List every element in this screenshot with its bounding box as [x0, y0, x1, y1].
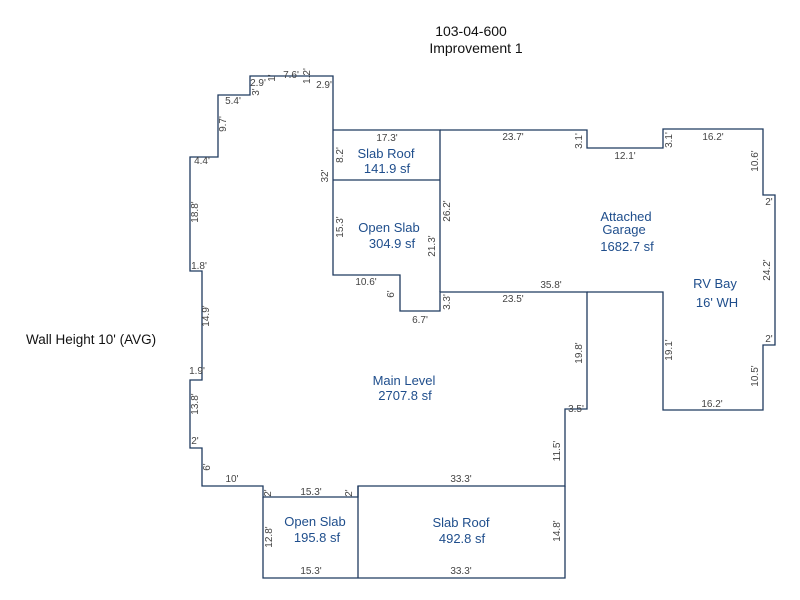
- rv-bay-wall-height: 16' WH: [696, 295, 738, 310]
- open-slab-lower-name: Open Slab: [284, 514, 345, 529]
- dim-33-3-bottom: 33.3': [450, 566, 471, 577]
- dim-18-8: 18.8': [190, 201, 201, 222]
- lower-slab-outline: [262, 486, 566, 579]
- garage-name-line2: Garage: [602, 222, 645, 237]
- dim-35-8: 35.8': [540, 280, 561, 291]
- dim-5-4: 5.4': [225, 96, 241, 107]
- main-level-name: Main Level: [373, 373, 436, 388]
- dim-2-9-left: 2.9': [250, 78, 266, 89]
- dim-15-3-vert: 15.3': [335, 216, 346, 237]
- dim-3-5: 3.5': [568, 404, 584, 415]
- dim-2-9-right: 2.9': [316, 80, 332, 91]
- dim-1-9: 1.9': [189, 366, 205, 377]
- dim-3-3: 3.3': [442, 294, 453, 310]
- parcel-id: 103-04-600: [435, 23, 507, 39]
- dim-24-2: 24.2': [762, 259, 773, 280]
- dim-21-3: 21.3': [427, 235, 438, 256]
- dim-2-right-bottom: 2': [765, 334, 773, 345]
- dim-19-1: 19.1': [664, 339, 675, 360]
- dim-3-1-left: 3.1': [574, 133, 585, 149]
- dim-12-8: 12.8': [264, 526, 275, 547]
- dim-9-7: 9.7': [218, 116, 229, 132]
- dim-3-1-right: 3.1': [664, 132, 675, 148]
- open-slab-upper-size: 304.9 sf: [369, 236, 416, 251]
- dim-6-left: 6': [202, 463, 213, 471]
- dim-13-8: 13.8': [190, 393, 201, 414]
- garage-size: 1682.7 sf: [600, 239, 654, 254]
- dim-17-3: 17.3': [376, 133, 397, 144]
- slab-roof-upper-size: 141.9 sf: [364, 161, 411, 176]
- slab-roof-lower-size: 492.8 sf: [439, 531, 486, 546]
- dim-6-7: 6.7': [412, 315, 428, 326]
- slab-roof-upper-name: Slab Roof: [357, 146, 414, 161]
- garage-outline: [440, 128, 776, 411]
- dim-16-2-top: 16.2': [702, 132, 723, 143]
- open-slab-upper-name: Open Slab: [358, 220, 419, 235]
- dim-26-2: 26.2': [442, 200, 453, 221]
- dim-2-right-top: 2': [765, 197, 773, 208]
- garage-name-line1: Attached: [600, 209, 651, 224]
- dim-7-6: 7.6': [283, 70, 299, 81]
- dim-1-top: 1': [267, 74, 278, 82]
- dim-8-2: 8.2': [335, 147, 346, 163]
- dim-15-3-bottom: 15.3': [300, 566, 321, 577]
- dim-14-8: 14.8': [552, 520, 563, 541]
- dim-23-5: 23.5': [502, 294, 523, 305]
- dim-14-9: 14.9': [201, 305, 212, 326]
- dim-15-3-top: 15.3': [300, 487, 321, 498]
- open-slab-lower-size: 195.8 sf: [294, 530, 341, 545]
- dim-10-6-lower: 10.6': [355, 277, 376, 288]
- dim-19-8: 19.8': [574, 342, 585, 363]
- dim-2-open-right: 2': [344, 489, 355, 497]
- dim-11-5: 11.5': [552, 441, 563, 462]
- dim-4-4: 4.4': [194, 156, 210, 167]
- wall-height-note: Wall Height 10' (AVG): [26, 332, 156, 347]
- main-level-outline: [189, 75, 588, 498]
- dim-2-open-left: 2': [263, 489, 274, 497]
- dim-3: 3': [251, 88, 262, 96]
- dim-6-mid: 6': [386, 290, 397, 298]
- main-level-size: 2707.8 sf: [378, 388, 432, 403]
- dim-10-5: 10.5': [750, 365, 761, 386]
- rv-bay-name: RV Bay: [693, 276, 737, 291]
- dim-16-2-bottom: 16.2': [701, 399, 722, 410]
- dim-1-2: 1.2': [302, 68, 313, 84]
- dim-1-8: 1.8': [191, 261, 207, 272]
- dim-23-7: 23.7': [502, 132, 523, 143]
- dim-2-left: 2': [191, 436, 199, 447]
- dim-32: 32': [320, 169, 331, 182]
- dim-12-1: 12.1': [614, 151, 635, 162]
- slab-roof-lower-name: Slab Roof: [432, 515, 489, 530]
- dim-33-3-top: 33.3': [450, 474, 471, 485]
- dim-10: 10': [225, 474, 238, 485]
- dim-10-6-right: 10.6': [750, 150, 761, 171]
- improvement-label: Improvement 1: [429, 40, 523, 56]
